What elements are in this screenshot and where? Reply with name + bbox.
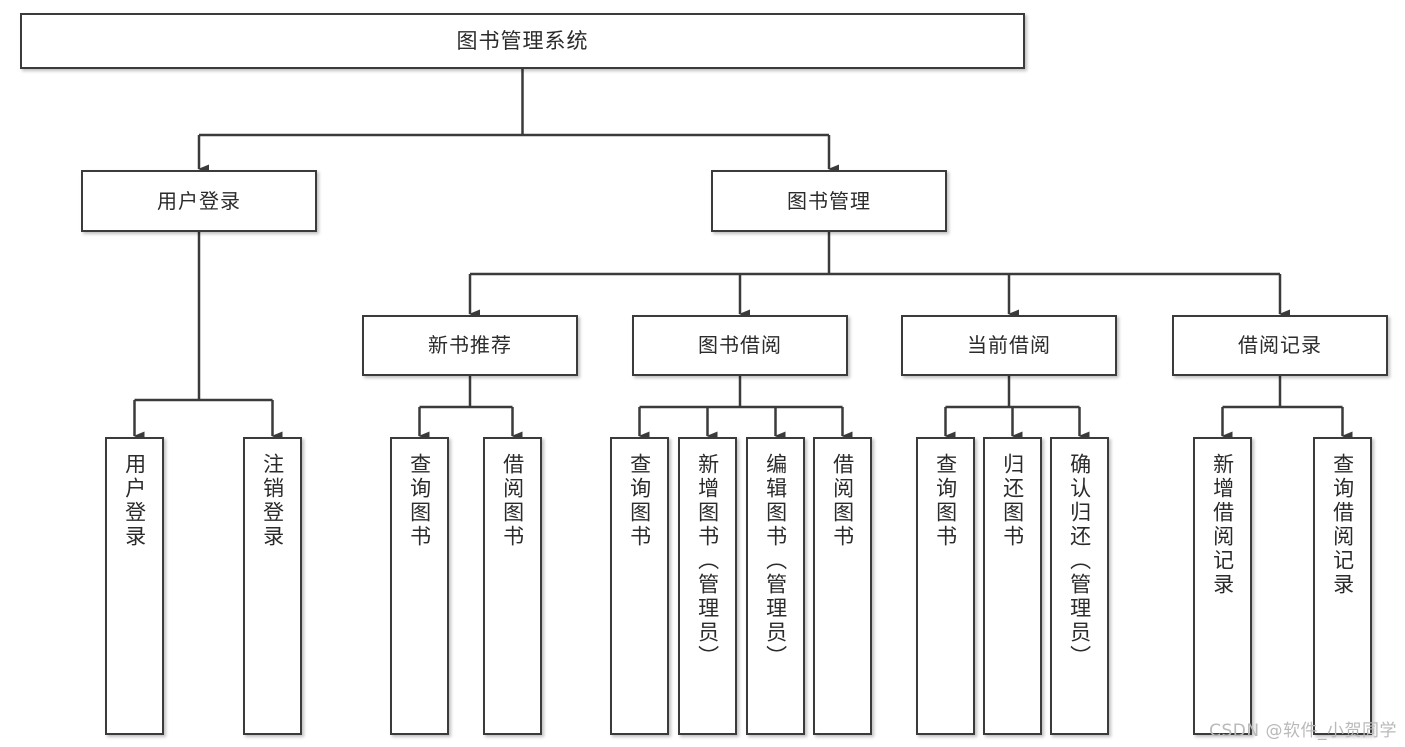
node-label: 确认归还（管理员） bbox=[1067, 453, 1092, 669]
node-label: 借阅记录 bbox=[1238, 333, 1322, 357]
node-new-book-recommend[interactable]: 新书推荐 bbox=[362, 315, 578, 376]
node-label: 用户登录 bbox=[122, 453, 147, 549]
node-leaf-query-books-2[interactable]: 查询图书 bbox=[610, 437, 669, 735]
node-label: 借阅图书 bbox=[500, 453, 525, 549]
node-book-manage[interactable]: 图书管理 bbox=[711, 170, 947, 232]
node-leaf-query-books-3[interactable]: 查询图书 bbox=[916, 437, 975, 735]
node-leaf-logout[interactable]: 注销登录 bbox=[243, 437, 302, 735]
node-leaf-return-book[interactable]: 归还图书 bbox=[983, 437, 1042, 735]
node-leaf-confirm-return-admin[interactable]: 确认归还（管理员） bbox=[1050, 437, 1109, 735]
node-label: 查询图书 bbox=[407, 453, 432, 549]
node-label: 归还图书 bbox=[1000, 453, 1025, 549]
node-label: 新书推荐 bbox=[428, 333, 512, 357]
node-borrow-record[interactable]: 借阅记录 bbox=[1172, 315, 1388, 376]
node-label: 新增借阅记录 bbox=[1210, 453, 1235, 597]
node-label: 查询借阅记录 bbox=[1330, 453, 1355, 597]
node-label: 图书管理系统 bbox=[456, 28, 589, 53]
node-user-login[interactable]: 用户登录 bbox=[81, 170, 317, 232]
node-leaf-edit-book-admin[interactable]: 编辑图书（管理员） bbox=[746, 437, 805, 735]
node-root[interactable]: 图书管理系统 bbox=[20, 13, 1025, 69]
node-leaf-add-book-admin[interactable]: 新增图书（管理员） bbox=[678, 437, 737, 735]
node-label: 编辑图书（管理员） bbox=[763, 453, 788, 669]
node-label: 用户登录 bbox=[157, 188, 241, 213]
watermark: CSDN @软件_小贺同学 bbox=[1209, 721, 1397, 741]
node-leaf-query-books-1[interactable]: 查询图书 bbox=[390, 437, 449, 735]
node-current-borrow[interactable]: 当前借阅 bbox=[901, 315, 1117, 376]
node-label: 注销登录 bbox=[260, 453, 285, 549]
node-book-borrow[interactable]: 图书借阅 bbox=[632, 315, 848, 376]
node-leaf-borrow-books-2[interactable]: 借阅图书 bbox=[813, 437, 872, 735]
node-label: 新增图书（管理员） bbox=[695, 453, 720, 669]
node-label: 查询图书 bbox=[933, 453, 958, 549]
node-label: 查询图书 bbox=[627, 453, 652, 549]
node-leaf-borrow-books-1[interactable]: 借阅图书 bbox=[483, 437, 542, 735]
node-leaf-add-borrow-record[interactable]: 新增借阅记录 bbox=[1193, 437, 1252, 735]
node-leaf-user-login[interactable]: 用户登录 bbox=[105, 437, 164, 735]
node-label: 当前借阅 bbox=[967, 333, 1051, 357]
node-label: 图书管理 bbox=[787, 188, 871, 213]
node-label: 图书借阅 bbox=[698, 333, 782, 357]
node-label: 借阅图书 bbox=[830, 453, 855, 549]
node-leaf-query-borrow-record[interactable]: 查询借阅记录 bbox=[1313, 437, 1372, 735]
